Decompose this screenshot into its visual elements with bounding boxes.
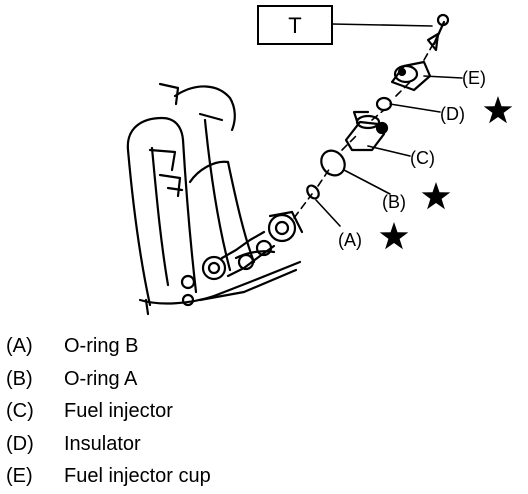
tool-label-box: T — [257, 5, 333, 45]
parts-legend: (A) O-ring B (B) O-ring A (C) Fuel injector… — [6, 330, 326, 493]
legend-item-b: (B) O-ring A — [6, 363, 326, 396]
tool-label-text: T — [288, 13, 301, 38]
legend-code: (A) — [6, 335, 33, 357]
legend-text: Insulator — [64, 432, 141, 455]
star-icon-d — [483, 96, 513, 124]
fuel-injector-part — [344, 110, 389, 152]
legend-text: O-ring B — [64, 335, 139, 357]
legend-item-a: (A) O-ring B — [6, 330, 326, 363]
insulator-part — [375, 96, 393, 112]
leader-lines — [315, 23, 463, 227]
callout-e: (E) — [462, 68, 486, 88]
legend-code: (C) — [6, 400, 34, 422]
callout-d: (D) — [440, 104, 465, 124]
o-ring-a-part — [320, 149, 346, 177]
callout-b: (B) — [382, 192, 406, 212]
diagram-drawing: T (E) (D) (C) (B) (A) — [126, 5, 513, 316]
legend-code: (B) — [6, 367, 33, 390]
intake-manifold — [126, 82, 302, 316]
legend-text: Fuel injector — [64, 400, 173, 422]
o-ring-b-part — [306, 184, 320, 200]
legend-text: O-ring A — [64, 367, 138, 390]
callout-c: (C) — [410, 148, 435, 168]
legend-item-e: (E) Fuel injector cup — [6, 460, 326, 493]
callout-a: (A) — [338, 230, 362, 250]
fuel-injector-cup-part — [390, 60, 432, 92]
legend-text: Fuel injector cup — [64, 465, 211, 487]
special-tool-part — [426, 13, 450, 52]
legend-code: (E) — [6, 465, 33, 487]
fuel-rail — [180, 210, 304, 307]
legend-item-c: (C) Fuel injector — [6, 395, 326, 428]
star-icon-b — [421, 182, 451, 210]
star-icon-a — [379, 222, 409, 250]
legend-code: (D) — [6, 432, 34, 455]
installation-axis — [293, 31, 441, 219]
legend-item-d: (D) Insulator — [6, 428, 326, 461]
